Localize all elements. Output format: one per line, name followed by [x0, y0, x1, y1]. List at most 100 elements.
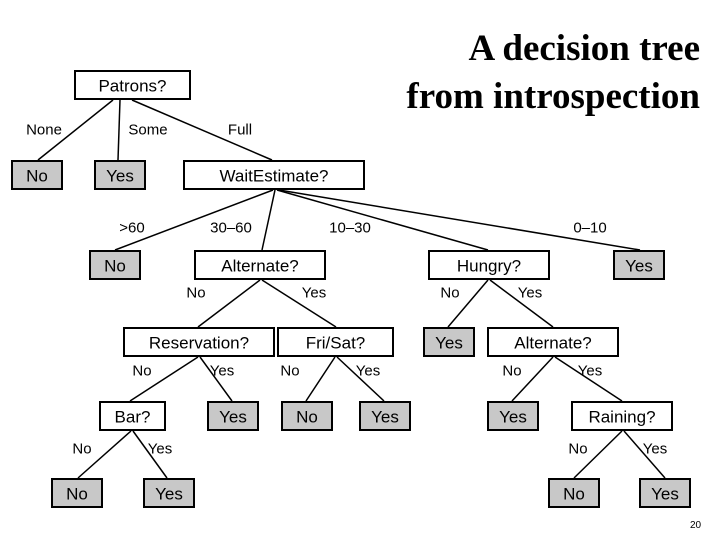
edge-alternate-2-to-raining: [554, 356, 623, 402]
node-label-bar: Bar?: [115, 408, 151, 427]
edge-waitestimate-to-hungry: [276, 189, 489, 251]
node-label-leaf-frisat-no: No: [296, 408, 318, 427]
node-label-leaf-0-10-yes: Yes: [625, 257, 653, 276]
node-label-leaf-hungry-no-yes: Yes: [435, 334, 463, 353]
edge-label-leaf-rain-yes: Yes: [643, 441, 667, 458]
node-label-leaf-some-yes: Yes: [106, 167, 134, 186]
node-label-leaf-alt2-no-yes: Yes: [499, 408, 527, 427]
node-label-hungry: Hungry?: [457, 257, 521, 276]
node-label-leaf-bar-no: No: [66, 485, 88, 504]
edge-reservation-to-bar: [129, 356, 199, 402]
edge-alternate-1-to-reservation: [197, 279, 261, 328]
node-label-frisat: Fri/Sat?: [306, 334, 366, 353]
node-label-leaf-rain-no: No: [563, 485, 585, 504]
edge-waitestimate-to-leaf-0-10-yes: [278, 189, 641, 251]
edge-raining-to-leaf-rain-no: [573, 430, 623, 479]
leaf-box-leaf-bar-no: [51, 478, 103, 508]
leaf-box-leaf-none-no: [11, 160, 63, 190]
node-patrons: Patrons?: [74, 70, 191, 100]
node-leaf-rain-no: No: [548, 478, 600, 508]
attribute-box-patrons: [74, 70, 191, 100]
edge-hungry-to-leaf-hungry-no-yes: [447, 279, 489, 328]
node-label-reservation: Reservation?: [149, 334, 249, 353]
node-bar: Bar?: [99, 401, 166, 431]
edge-label-alternate-1: 30–60: [210, 220, 252, 237]
edge-label-leaf-alt2-no-yes: No: [502, 363, 521, 380]
attribute-box-waitestimate: [183, 160, 365, 190]
edge-label-leaf-hungry-no-yes: No: [440, 285, 459, 302]
edge-waitestimate-to-alternate-1: [261, 189, 276, 251]
leaf-box-leaf-0-10-yes: [613, 250, 665, 280]
edge-alternate-1-to-frisat: [261, 279, 337, 328]
node-label-leaf-res-yes: Yes: [219, 408, 247, 427]
leaf-box-leaf-alt2-no-yes: [487, 401, 539, 431]
node-leaf-res-yes: Yes: [207, 401, 259, 431]
attribute-box-reservation: [123, 327, 275, 357]
edge-frisat-to-leaf-frisat-no: [305, 356, 336, 402]
attribute-box-frisat: [277, 327, 394, 357]
edge-label-leaf-0-10-yes: 0–10: [573, 220, 606, 237]
node-label-leaf-none-no: No: [26, 167, 48, 186]
slide-title-line-2: from introspection: [406, 76, 700, 117]
node-leaf-some-yes: Yes: [94, 160, 146, 190]
node-leaf-bar-no: No: [51, 478, 103, 508]
page-number: 20: [690, 520, 702, 531]
edge-label-leaf-bar-yes: Yes: [148, 441, 172, 458]
edge-hungry-to-alternate-2: [489, 279, 554, 328]
node-alternate-1: Alternate?: [194, 250, 326, 280]
edge-label-leaf-none-no: None: [26, 122, 62, 139]
edge-patrons-to-leaf-some-yes: [117, 99, 121, 161]
edge-label-raining: Yes: [578, 363, 602, 380]
edge-bar-to-leaf-bar-no: [77, 430, 132, 479]
node-leaf-alt2-no-yes: Yes: [487, 401, 539, 431]
node-label-alternate-2: Alternate?: [514, 334, 592, 353]
node-label-raining: Raining?: [588, 408, 655, 427]
leaf-box-leaf-bar-yes: [143, 478, 195, 508]
edge-label-leaf-rain-no: No: [568, 441, 587, 458]
node-waitestimate: WaitEstimate?: [183, 160, 365, 190]
edge-label-frisat: Yes: [302, 285, 326, 302]
edge-patrons-to-leaf-none-no: [37, 99, 114, 161]
node-label-waitestimate: WaitEstimate?: [220, 167, 329, 186]
leaf-box-leaf-frisat-yes: [359, 401, 411, 431]
node-leaf-gt60-no: No: [89, 250, 141, 280]
edge-alternate-2-to-leaf-alt2-no-yes: [511, 356, 554, 402]
node-label-leaf-rain-yes: Yes: [651, 485, 679, 504]
leaf-box-leaf-some-yes: [94, 160, 146, 190]
edge-bar-to-leaf-bar-yes: [132, 430, 168, 479]
edge-label-hungry: 10–30: [329, 220, 371, 237]
edge-label-leaf-gt60-no: >60: [119, 220, 144, 237]
edge-waitestimate-to-leaf-gt60-no: [114, 189, 274, 251]
edge-patrons-to-waitestimate: [131, 99, 273, 161]
attribute-box-bar: [99, 401, 166, 431]
node-frisat: Fri/Sat?: [277, 327, 394, 357]
edge-label-bar: No: [132, 363, 151, 380]
node-label-patrons: Patrons?: [98, 77, 166, 96]
edge-label-waitestimate: Full: [228, 122, 252, 139]
node-hungry: Hungry?: [428, 250, 550, 280]
node-leaf-frisat-yes: Yes: [359, 401, 411, 431]
node-leaf-bar-yes: Yes: [143, 478, 195, 508]
attribute-box-alternate-1: [194, 250, 326, 280]
edge-label-leaf-bar-no: No: [72, 441, 91, 458]
node-label-leaf-bar-yes: Yes: [155, 485, 183, 504]
edge-frisat-to-leaf-frisat-yes: [336, 356, 385, 402]
edge-label-leaf-some-yes: Some: [128, 122, 167, 139]
edge-label-alternate-2: Yes: [518, 285, 542, 302]
leaf-box-leaf-gt60-no: [89, 250, 141, 280]
node-leaf-rain-yes: Yes: [639, 478, 691, 508]
attribute-box-hungry: [428, 250, 550, 280]
node-leaf-none-no: No: [11, 160, 63, 190]
edge-label-leaf-res-yes: Yes: [210, 363, 234, 380]
edge-label-leaf-frisat-no: No: [280, 363, 299, 380]
leaf-box-leaf-res-yes: [207, 401, 259, 431]
leaf-box-leaf-frisat-no: [281, 401, 333, 431]
node-label-leaf-frisat-yes: Yes: [371, 408, 399, 427]
node-leaf-hungry-no-yes: Yes: [423, 327, 475, 357]
node-alternate-2: Alternate?: [487, 327, 619, 357]
attribute-box-raining: [571, 401, 673, 431]
node-leaf-frisat-no: No: [281, 401, 333, 431]
edge-raining-to-leaf-rain-yes: [623, 430, 666, 479]
slide-title-line-1: A decision tree: [468, 28, 700, 69]
